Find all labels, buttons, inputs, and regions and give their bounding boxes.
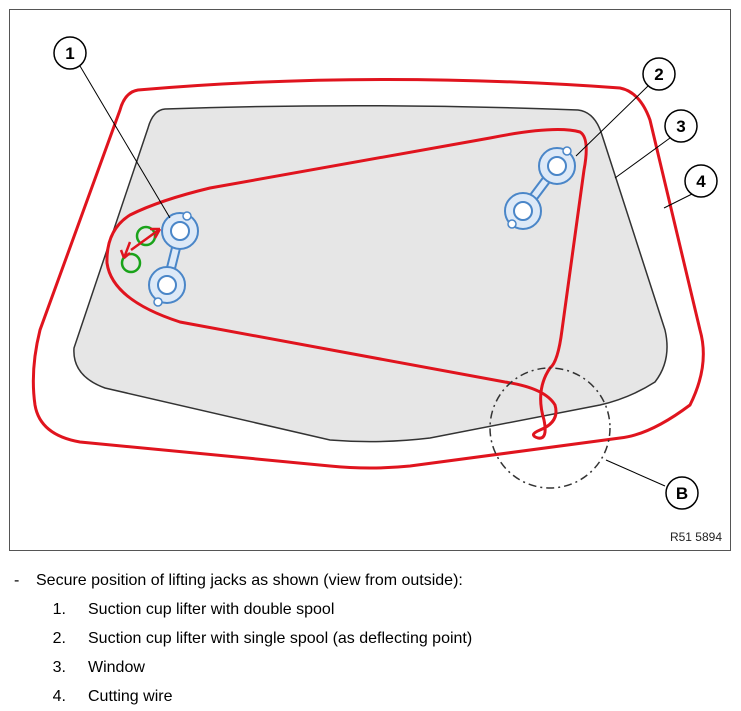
legend-text: Suction cup lifter with double spool bbox=[88, 601, 335, 618]
callout-4: 4 bbox=[684, 164, 718, 198]
instruction-text: Secure position of lifting jacks as show… bbox=[36, 572, 463, 589]
single-spool-lifter bbox=[504, 146, 576, 230]
cutting-wire-outer-loop bbox=[31, 77, 705, 470]
callout-b: B bbox=[665, 476, 699, 510]
svg-text:1: 1 bbox=[65, 44, 74, 63]
wire-direction-markers bbox=[119, 225, 162, 274]
legend-item: 4 Cutting wire bbox=[14, 682, 729, 711]
legend-number: 2 bbox=[14, 624, 88, 653]
legend-list: 1 Suction cup lifter with double spool 2… bbox=[14, 595, 729, 711]
callout-2: 2 bbox=[642, 57, 676, 91]
leader-lines bbox=[79, 65, 693, 487]
windshield-diagram: 1 2 3 4 B R51 5894 bbox=[9, 9, 731, 551]
instructions: - Secure position of lifting jacks as sh… bbox=[14, 566, 729, 711]
svg-text:B: B bbox=[676, 484, 688, 503]
legend-text: Window bbox=[88, 659, 145, 676]
svg-text:4: 4 bbox=[696, 172, 706, 191]
legend-item: 2 Suction cup lifter with single spool (… bbox=[14, 624, 729, 653]
callout-3: 3 bbox=[664, 109, 698, 143]
window-glass bbox=[73, 104, 668, 443]
svg-text:2: 2 bbox=[654, 65, 663, 84]
legend-number: 3 bbox=[14, 653, 88, 682]
legend-number: 4 bbox=[14, 682, 88, 711]
legend-item: 3 Window bbox=[14, 653, 729, 682]
legend-text: Cutting wire bbox=[88, 688, 173, 705]
double-spool-lifter bbox=[148, 211, 199, 307]
legend-item: 1 Suction cup lifter with double spool bbox=[14, 595, 729, 624]
legend-number: 1 bbox=[14, 595, 88, 624]
figure-reference: R51 5894 bbox=[669, 530, 722, 544]
legend-text: Suction cup lifter with single spool (as… bbox=[88, 630, 473, 647]
svg-text:3: 3 bbox=[676, 117, 685, 136]
detail-b-circle bbox=[489, 367, 611, 489]
instruction-intro: - Secure position of lifting jacks as sh… bbox=[14, 566, 729, 595]
diagram-canvas: 1 2 3 4 B bbox=[31, 36, 718, 510]
bullet-dash: - bbox=[14, 572, 20, 589]
callout-1: 1 bbox=[53, 36, 87, 70]
